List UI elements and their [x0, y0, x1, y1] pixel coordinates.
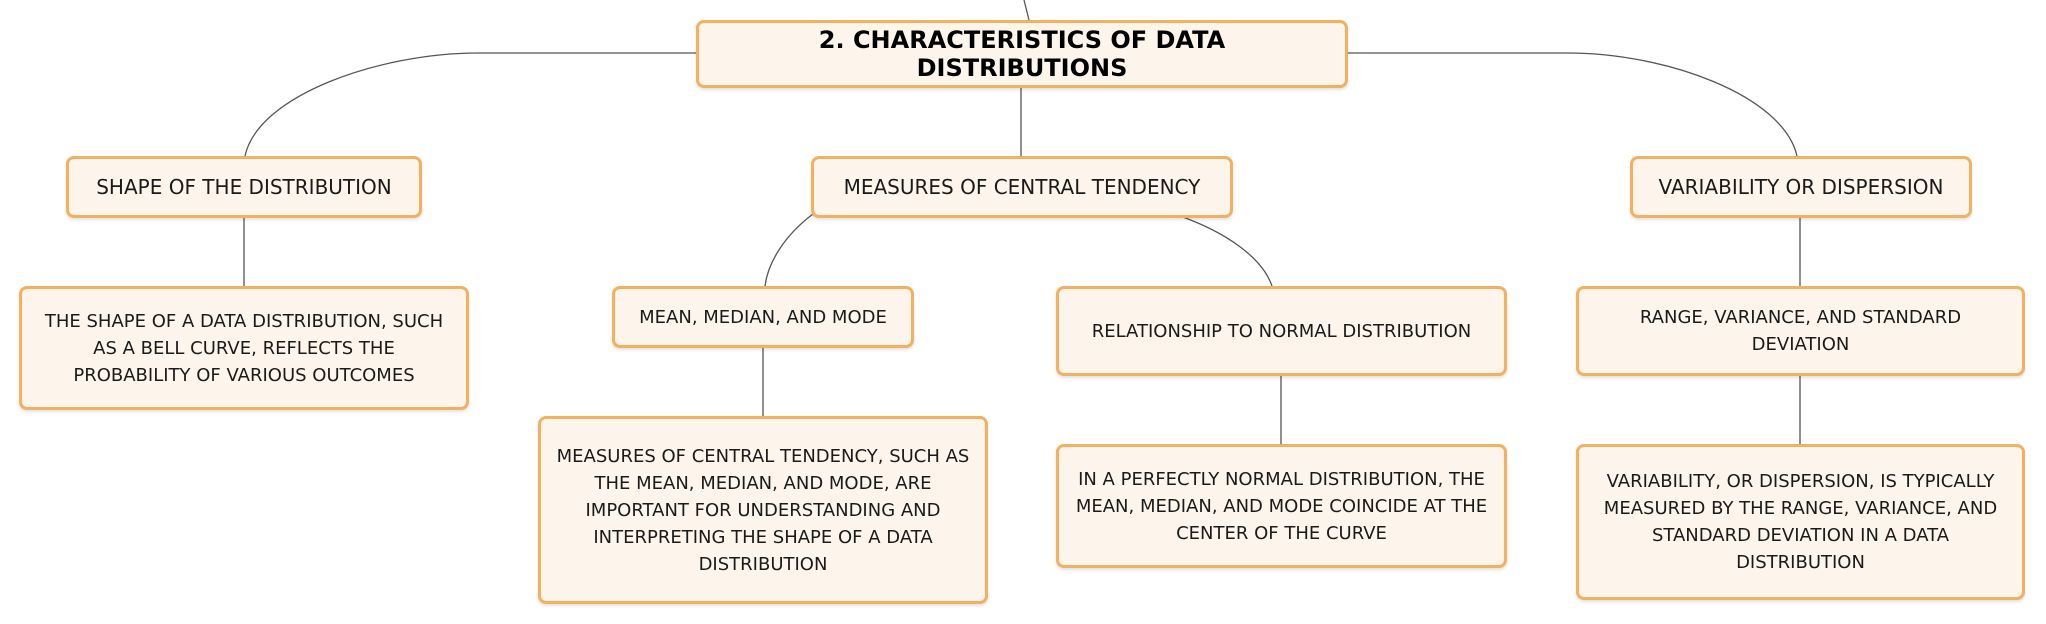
desc-node-normal-distribution[interactable]: IN A PERFECTLY NORMAL DISTRIBUTION, THE … [1056, 444, 1507, 568]
branch-node-shape-label: SHAPE OF THE DISTRIBUTION [96, 175, 392, 199]
desc-node-shape[interactable]: THE SHAPE OF A DATA DISTRIBUTION, SUCH A… [19, 286, 469, 410]
root-node[interactable]: 2. CHARACTERISTICS OF DATA DISTRIBUTIONS [696, 20, 1348, 88]
connector-root-variability [1348, 52, 1798, 157]
connector-central-mean [764, 213, 814, 287]
desc-node-shape-text: THE SHAPE OF A DATA DISTRIBUTION, SUCH A… [44, 310, 444, 386]
desc-node-mean-median-mode[interactable]: MEASURES OF CENTRAL TENDENCY, SUCH AS TH… [538, 416, 988, 604]
connector-root-shape [244, 52, 696, 157]
connector-parent-offscreen [1023, 0, 1030, 21]
branch-node-shape[interactable]: SHAPE OF THE DISTRIBUTION [66, 156, 422, 218]
child-node-mean-median-mode-label: MEAN, MEDIAN, AND MODE [639, 306, 887, 328]
child-node-range-variance-sd[interactable]: RANGE, VARIANCE, AND STANDARD DEVIATION [1576, 286, 2025, 376]
child-node-normal-distribution[interactable]: RELATIONSHIP TO NORMAL DISTRIBUTION [1056, 286, 1507, 376]
desc-node-mean-median-mode-text: MEASURES OF CENTRAL TENDENCY, SUCH AS TH… [556, 445, 970, 575]
child-node-range-variance-sd-label: RANGE, VARIANCE, AND STANDARD DEVIATION [1639, 307, 1962, 355]
branch-node-central-tendency[interactable]: MEASURES OF CENTRAL TENDENCY [811, 156, 1233, 218]
desc-node-range-variance-sd-text: VARIABILITY, OR DISPERSION, IS TYPICALLY… [1603, 471, 1998, 573]
desc-node-range-variance-sd[interactable]: VARIABILITY, OR DISPERSION, IS TYPICALLY… [1576, 444, 2025, 600]
root-node-label: 2. CHARACTERISTICS OF DATA DISTRIBUTIONS [818, 26, 1226, 82]
desc-node-normal-distribution-text: IN A PERFECTLY NORMAL DISTRIBUTION, THE … [1075, 468, 1488, 544]
branch-node-central-tendency-label: MEASURES OF CENTRAL TENDENCY [843, 175, 1201, 199]
child-node-mean-median-mode[interactable]: MEAN, MEDIAN, AND MODE [612, 286, 914, 348]
branch-node-variability[interactable]: VARIABILITY OR DISPERSION [1630, 156, 1972, 218]
connector-central-normal [1179, 215, 1273, 287]
child-node-normal-distribution-label: RELATIONSHIP TO NORMAL DISTRIBUTION [1091, 320, 1472, 342]
branch-node-variability-label: VARIABILITY OR DISPERSION [1658, 175, 1944, 199]
